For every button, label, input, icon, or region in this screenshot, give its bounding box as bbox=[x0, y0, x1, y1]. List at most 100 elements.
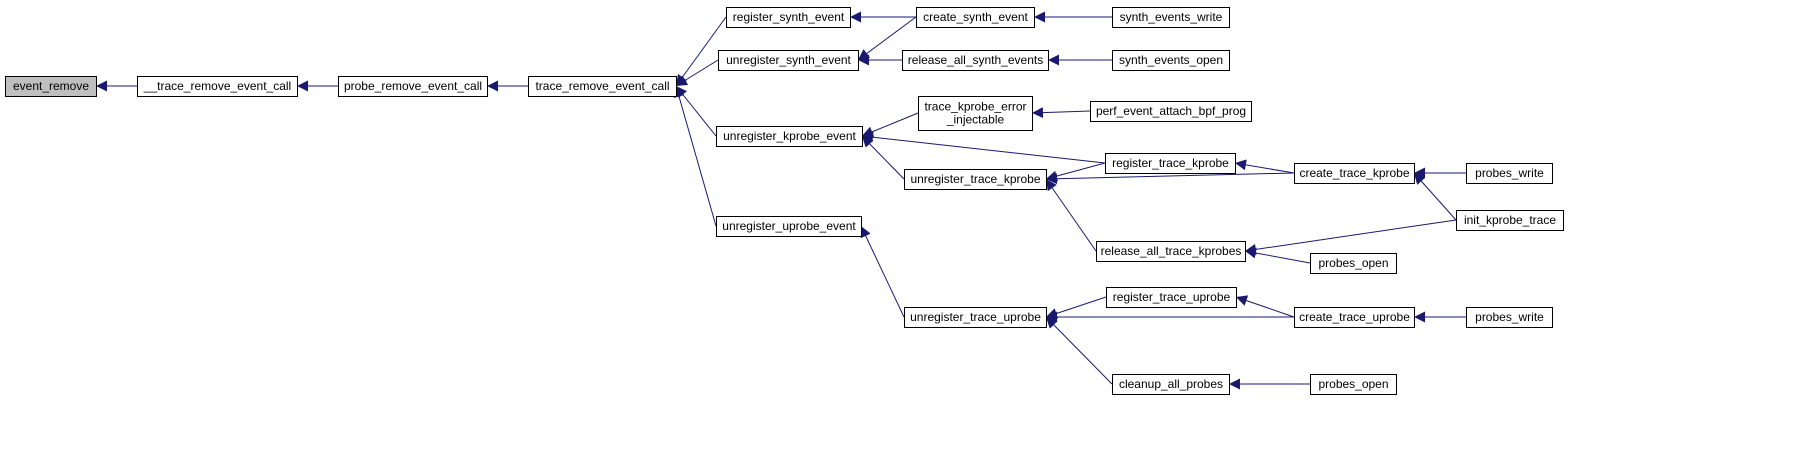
node-register-synth-event[interactable]: register_synth_event bbox=[726, 7, 851, 28]
node-box bbox=[1112, 374, 1230, 395]
edge-unregister_trace_uprobe-to-unregister_uprobe_event bbox=[860, 225, 905, 318]
node-create-synth-event[interactable]: create_synth_event bbox=[916, 7, 1035, 28]
node-box bbox=[338, 76, 488, 97]
node-unregister-synth-event[interactable]: unregister_synth_event bbox=[718, 50, 859, 71]
node-unregister-uprobe-event[interactable]: unregister_uprobe_event bbox=[716, 216, 862, 237]
node-synth-events-write[interactable]: synth_events_write bbox=[1112, 7, 1230, 28]
node-register-trace-uprobe[interactable]: register_trace_uprobe bbox=[1106, 287, 1237, 308]
node-label: register_trace_kprobe bbox=[1112, 156, 1229, 170]
node-box bbox=[137, 76, 298, 97]
edge-register_trace_kprobe-to-unregister_kprobe_event bbox=[861, 131, 1106, 164]
node-release-all-trace-kprobes[interactable]: release_all_trace_kprobes bbox=[1096, 241, 1246, 262]
node-unregister-trace-uprobe[interactable]: unregister_trace_uprobe bbox=[904, 307, 1047, 328]
edge-register_synth_event-to-trace_remove_event_call bbox=[675, 16, 727, 87]
node-label: perf_event_attach_bpf_prog bbox=[1096, 104, 1246, 118]
edge-create_trace_kprobe-to-unregister_trace_kprobe bbox=[1045, 172, 1295, 185]
edge-unregister_uprobe_event-to-trace_remove_event_call bbox=[673, 85, 717, 227]
node-box bbox=[718, 50, 859, 71]
node-event-remove[interactable]: event_remove bbox=[5, 76, 97, 97]
node-box bbox=[904, 169, 1047, 190]
node-release-all-synth-events[interactable]: release_all_synth_events bbox=[902, 50, 1049, 71]
node-trace-remove-event-call[interactable]: trace_remove_event_call bbox=[528, 76, 677, 97]
node-synth-events-open[interactable]: synth_events_open bbox=[1112, 50, 1230, 71]
node-label: unregister_trace_uprobe bbox=[910, 310, 1041, 324]
edge-init_kprobe_trace-to-release_all_trace_kprobes bbox=[1244, 219, 1457, 255]
node-label: probes_write bbox=[1475, 310, 1544, 324]
node-box bbox=[916, 7, 1035, 28]
edge-register_trace_uprobe-to-unregister_trace_uprobe bbox=[1045, 296, 1107, 319]
node-box bbox=[1310, 253, 1397, 274]
node-box bbox=[1112, 7, 1230, 28]
node-register-trace-kprobe[interactable]: register_trace_kprobe bbox=[1105, 153, 1236, 174]
node-box bbox=[1310, 374, 1397, 395]
node-label: trace_remove_event_call bbox=[535, 79, 669, 93]
node-create-trace-uprobe[interactable]: create_trace_uprobe bbox=[1294, 307, 1415, 328]
node-box bbox=[1096, 241, 1246, 262]
node-label: unregister_kprobe_event bbox=[723, 129, 856, 143]
node-label: synth_events_open bbox=[1119, 53, 1223, 67]
node-create-trace-kprobe[interactable]: create_trace_kprobe bbox=[1294, 163, 1415, 184]
node-probes-open-u[interactable]: probes_open bbox=[1310, 374, 1397, 395]
edge-init_kprobe_trace-to-create_trace_kprobe bbox=[1413, 172, 1457, 221]
node-box bbox=[904, 307, 1047, 328]
node-box bbox=[902, 50, 1049, 71]
node-box bbox=[1112, 50, 1230, 71]
node-unregister-kprobe-event[interactable]: unregister_kprobe_event bbox=[716, 126, 863, 147]
edge-unregister_trace_kprobe-to-unregister_kprobe_event bbox=[861, 135, 905, 180]
node-label: release_all_trace_kprobes bbox=[1101, 244, 1242, 258]
node-label: probes_open bbox=[1318, 377, 1388, 391]
node-box bbox=[1294, 163, 1415, 184]
node-perf-event-attach-bpf-prog[interactable]: perf_event_attach_bpf_prog bbox=[1090, 101, 1252, 122]
node-label: unregister_trace_kprobe bbox=[910, 172, 1040, 186]
node-box bbox=[726, 7, 851, 28]
node-box bbox=[528, 76, 677, 97]
node-init-kprobe-trace[interactable]: init_kprobe_trace bbox=[1456, 210, 1564, 231]
edge-unregister_synth_event-to-trace_remove_event_call bbox=[675, 59, 719, 87]
edge-release_all_trace_kprobes-to-unregister_trace_kprobe bbox=[1045, 178, 1097, 252]
node-label: register_synth_event bbox=[733, 10, 845, 24]
node-cleanup-all-probes[interactable]: cleanup_all_probes bbox=[1112, 374, 1230, 395]
node-label: _injectable bbox=[946, 113, 1005, 127]
node-label: probes_open bbox=[1318, 256, 1388, 270]
node-label: event_remove bbox=[13, 79, 89, 93]
edge-trace_kprobe_error_injectable-to-unregister_kprobe_event bbox=[861, 112, 919, 137]
node-label: trace_kprobe_error bbox=[924, 100, 1026, 114]
node-label: register_trace_uprobe bbox=[1113, 290, 1231, 304]
edge-cleanup_all_probes-to-unregister_trace_uprobe bbox=[1045, 316, 1113, 385]
node-box bbox=[1466, 307, 1553, 328]
node-box bbox=[1294, 307, 1415, 328]
node-label: synth_events_write bbox=[1120, 10, 1223, 24]
node-trace-kprobe-error-injectable[interactable]: trace_kprobe_error_injectable bbox=[918, 96, 1033, 131]
node-probes-open-k[interactable]: probes_open bbox=[1310, 253, 1397, 274]
node-probe-remove-event-call[interactable]: probe_remove_event_call bbox=[338, 76, 488, 97]
node-label: init_kprobe_trace bbox=[1464, 213, 1556, 227]
edge-register_trace_kprobe-to-unregister_trace_kprobe bbox=[1045, 162, 1106, 182]
node-box bbox=[716, 126, 863, 147]
node-label: create_trace_uprobe bbox=[1299, 310, 1410, 324]
node-label: create_trace_kprobe bbox=[1299, 166, 1409, 180]
node-box bbox=[716, 216, 862, 237]
edge-create_trace_kprobe-to-register_trace_kprobe bbox=[1234, 159, 1295, 174]
node-label: release_all_synth_events bbox=[908, 53, 1043, 67]
edge-perf_event_attach_bpf_prog-to-trace_kprobe_error_injectable bbox=[1031, 107, 1091, 119]
node-box bbox=[1105, 153, 1236, 174]
node-probes-write-u[interactable]: probes_write bbox=[1466, 307, 1553, 328]
edge-probes_open_k-to-release_all_trace_kprobes bbox=[1244, 247, 1311, 264]
node-box bbox=[918, 96, 1033, 131]
node-label: probes_write bbox=[1475, 166, 1544, 180]
node-box bbox=[1090, 101, 1252, 122]
node-label: __trace_remove_event_call bbox=[143, 79, 291, 93]
node---trace-remove-event-call[interactable]: __trace_remove_event_call bbox=[137, 76, 298, 97]
node-box bbox=[1106, 287, 1237, 308]
node-unregister-trace-kprobe[interactable]: unregister_trace_kprobe bbox=[904, 169, 1047, 190]
node-label: unregister_uprobe_event bbox=[722, 219, 856, 233]
edge-unregister_kprobe_event-to-trace_remove_event_call bbox=[675, 85, 717, 137]
node-label: cleanup_all_probes bbox=[1119, 377, 1223, 391]
node-probes-write-k[interactable]: probes_write bbox=[1466, 163, 1553, 184]
edge-create_synth_event-to-unregister_synth_event bbox=[857, 16, 917, 61]
node-label: create_synth_event bbox=[923, 10, 1028, 24]
node-label: probe_remove_event_call bbox=[344, 79, 482, 93]
edge-create_trace_uprobe-to-register_trace_uprobe bbox=[1235, 295, 1295, 318]
node-box bbox=[1466, 163, 1553, 184]
